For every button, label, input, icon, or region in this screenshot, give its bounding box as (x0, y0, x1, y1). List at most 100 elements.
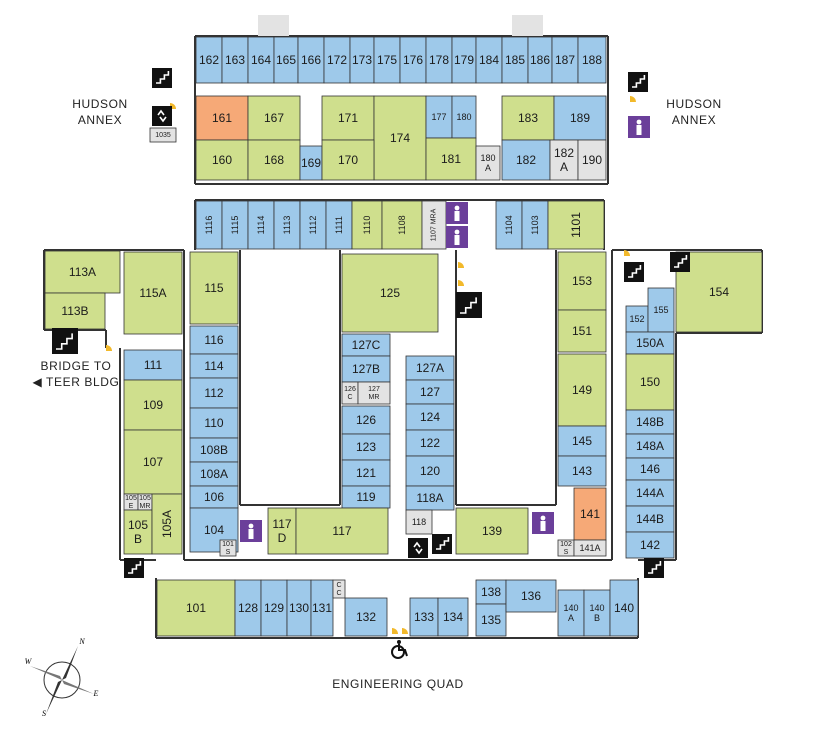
room-label: 164 (251, 53, 271, 67)
room-129[interactable] (260, 579, 288, 637)
room-160[interactable] (195, 139, 249, 181)
room-1104[interactable] (495, 200, 523, 250)
room-cc[interactable] (332, 579, 346, 599)
room-131[interactable] (310, 579, 334, 637)
room-114[interactable] (189, 353, 239, 379)
room-142[interactable] (625, 531, 675, 559)
room-110[interactable] (189, 407, 239, 439)
room-180a[interactable] (475, 145, 501, 181)
room-161[interactable] (195, 95, 249, 141)
room-127mr[interactable] (357, 381, 391, 405)
room-189[interactable] (553, 95, 607, 141)
room-139[interactable] (455, 507, 529, 555)
room-185[interactable] (501, 36, 529, 84)
stairs-icon (124, 558, 144, 578)
room-188[interactable] (577, 36, 607, 84)
room-140[interactable] (609, 579, 639, 637)
room-115[interactable] (189, 251, 239, 325)
room-133[interactable] (409, 597, 439, 637)
room-label: 1101 (569, 212, 583, 238)
room-178[interactable] (425, 36, 453, 84)
room-168[interactable] (247, 139, 301, 181)
room-126[interactable] (341, 405, 391, 435)
room-107[interactable] (123, 429, 183, 495)
room-124[interactable] (405, 403, 455, 431)
room-132[interactable] (344, 597, 388, 637)
room-148b[interactable] (625, 409, 675, 435)
room-116[interactable] (189, 325, 239, 355)
room-151[interactable] (557, 309, 607, 353)
room-134[interactable] (437, 597, 469, 637)
room-154[interactable] (675, 251, 763, 333)
room-105a[interactable] (151, 493, 183, 555)
room-141[interactable] (573, 487, 607, 541)
room-173[interactable] (349, 36, 375, 84)
room-172[interactable] (323, 36, 351, 84)
room-117[interactable] (295, 507, 389, 555)
room-165[interactable] (273, 36, 299, 84)
room-109[interactable] (123, 379, 183, 431)
room-1035[interactable] (149, 127, 177, 143)
room-115a[interactable] (123, 251, 183, 335)
room-149[interactable] (557, 353, 607, 427)
room-179[interactable] (451, 36, 477, 84)
room-label: 117 (332, 524, 351, 538)
room-174[interactable] (373, 95, 427, 181)
door-swing (392, 628, 398, 634)
room-136[interactable] (505, 579, 557, 613)
room-182a[interactable] (549, 139, 579, 181)
room-label: 178 (429, 53, 449, 67)
room-118[interactable] (405, 509, 433, 535)
room-125[interactable] (341, 253, 439, 333)
room-1103[interactable] (521, 200, 549, 250)
room-101[interactable] (156, 579, 236, 637)
room-1111[interactable] (325, 200, 353, 250)
room-1108[interactable] (381, 200, 423, 250)
room-1116[interactable] (195, 200, 223, 250)
room-184[interactable] (475, 36, 503, 84)
room-111[interactable] (123, 349, 183, 381)
room-130[interactable] (286, 579, 312, 637)
stairs-icon (628, 72, 648, 92)
room-113a[interactable] (44, 250, 121, 294)
stairs-icon (624, 262, 644, 282)
room-108a[interactable] (189, 461, 239, 487)
room-163[interactable] (221, 36, 249, 84)
room-143[interactable] (557, 455, 607, 487)
room-144a[interactable] (625, 479, 675, 507)
room-117d[interactable] (267, 507, 297, 555)
room-1107[interactable] (421, 200, 447, 250)
room-label: 111 (144, 358, 163, 372)
room-170[interactable] (321, 139, 375, 181)
room-135[interactable] (475, 603, 507, 637)
room-140b[interactable] (583, 589, 611, 637)
room-155[interactable] (647, 287, 675, 333)
room-108b[interactable] (189, 437, 239, 463)
room-127b[interactable] (341, 355, 391, 383)
room-148a[interactable] (625, 433, 675, 459)
room-1113[interactable] (273, 200, 301, 250)
room-186[interactable] (527, 36, 553, 84)
room-183[interactable] (501, 95, 555, 141)
room-140a[interactable] (557, 589, 585, 637)
room-1101[interactable] (547, 200, 605, 250)
room-141a[interactable] (573, 539, 607, 557)
room-121[interactable] (341, 459, 391, 487)
room-1110[interactable] (351, 200, 383, 250)
room-190[interactable] (577, 139, 607, 181)
room-162[interactable] (195, 36, 223, 84)
room-118a[interactable] (405, 485, 455, 511)
room-label: 1110 (362, 216, 372, 235)
room-153[interactable] (557, 251, 607, 311)
room-182[interactable] (501, 139, 551, 181)
room-101s[interactable] (219, 539, 237, 557)
room-label: 1107 MRA (431, 208, 438, 241)
room-166[interactable] (297, 36, 325, 84)
room-177[interactable] (425, 95, 453, 139)
room-127a[interactable] (405, 355, 455, 381)
room-1115[interactable] (221, 200, 249, 250)
room-181[interactable] (425, 137, 477, 181)
